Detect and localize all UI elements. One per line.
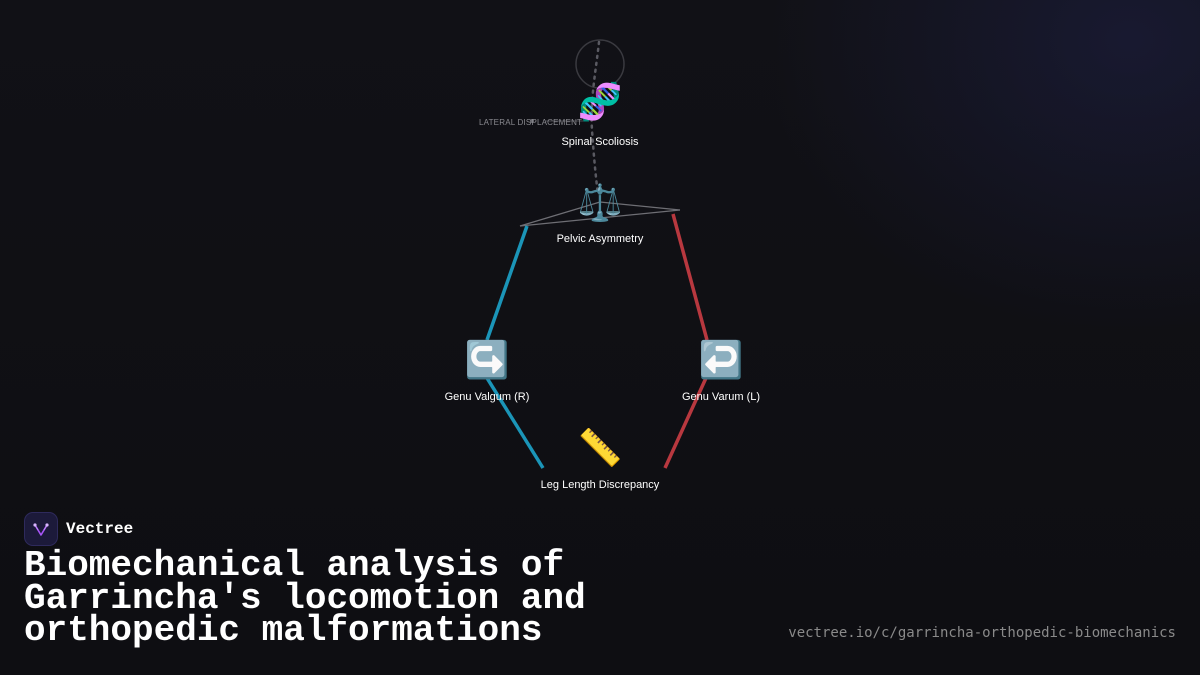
pelvis-line-upper [519,201,601,227]
leg-length-discrepancy-label: Leg Length Discrepancy [541,479,660,491]
balance-scale-icon: ⚖️ [578,182,623,224]
dna-icon: 🧬 [578,80,623,123]
brand-name: Vectree [66,520,134,538]
head-outline [575,39,625,89]
left-femur-connector [671,213,709,341]
vectree-logo-icon [24,512,58,546]
left-tibia-connector [663,377,708,469]
pelvis-line-right [599,201,681,211]
right-femur-connector [485,225,529,341]
lateral-displacement-label: LATERAL DISPLACEMENT [479,118,582,127]
genu-valgum-label: Genu Valgum (R) [445,391,530,403]
pelvic-asymmetry-label: Pelvic Asymmetry [557,233,644,245]
arrow-left-hook-icon: ↩️ [699,339,744,381]
lateral-displacement-dot [530,119,534,123]
ruler-icon: 📏 [578,427,623,469]
page-title: Biomechanical analysis of Garrincha's lo… [24,545,586,651]
arrow-right-hook-icon: ↪️ [465,339,510,381]
page-url[interactable]: vectree.io/c/garrincha-orthopedic-biomec… [788,625,1176,641]
genu-varum-label: Genu Varum (L) [682,391,760,403]
right-tibia-connector [485,377,545,469]
brand[interactable]: Vectree [24,512,133,546]
pelvis-line-lower [519,209,681,227]
spinal-scoliosis-label: Spinal Scoliosis [561,136,639,148]
